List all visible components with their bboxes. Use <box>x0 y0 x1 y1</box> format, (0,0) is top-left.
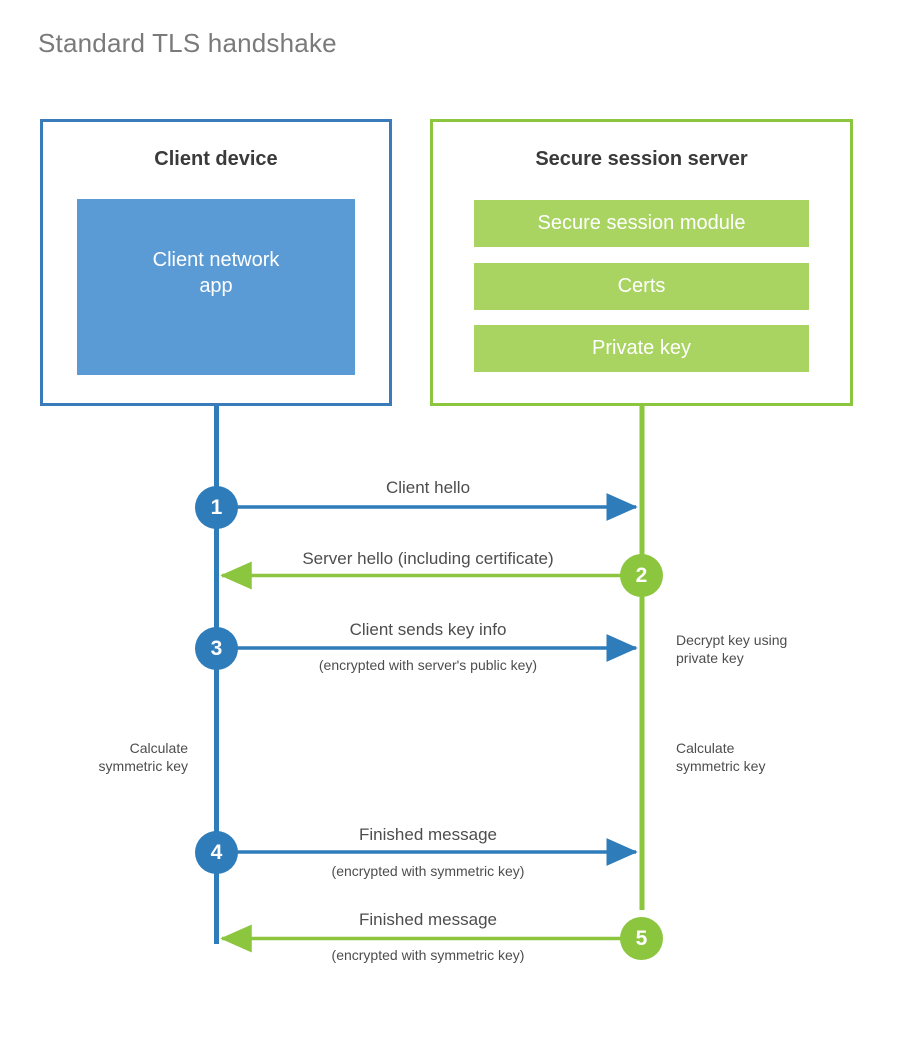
step-marker-2[interactable]: 2 <box>620 554 663 597</box>
secure-session-server-box: Secure session server Secure session mod… <box>430 119 853 406</box>
client-device-title: Client device <box>154 148 278 170</box>
message-label-step-4: Finished message <box>359 825 497 844</box>
message-label-step-3: Client sends key info <box>349 620 507 639</box>
step-marker-4[interactable]: 4 <box>195 831 238 874</box>
client-device-box: Client device Client network app <box>40 119 392 406</box>
server-component-private-key: Private key <box>474 325 809 372</box>
message-label-step-5: Finished message <box>359 910 497 929</box>
server-component-secure-session-module: Secure session module <box>474 200 809 247</box>
secure-session-server-title: Secure session server <box>535 148 748 170</box>
step-marker-3[interactable]: 3 <box>195 627 238 670</box>
page-title: Standard TLS handshake <box>38 28 337 58</box>
annotation-calculate-symmetric-key-client: Calculate symmetric key <box>98 740 188 774</box>
message-label-step-1: Client hello <box>385 478 471 497</box>
step-marker-5[interactable]: 5 <box>620 917 663 960</box>
message-sublabel-step-4: (encrypted with symmetric key) <box>331 863 525 879</box>
annotation-decrypt-key: Decrypt key using private key <box>676 632 788 666</box>
message-sublabel-step-5: (encrypted with symmetric key) <box>331 947 525 963</box>
step-marker-1[interactable]: 1 <box>195 486 238 529</box>
message-sublabel-step-3: (encrypted with server's public key) <box>318 657 538 673</box>
message-label-step-2: Server hello (including certificate) <box>302 549 554 568</box>
annotation-calculate-symmetric-key-server: Calculate symmetric key <box>676 740 766 774</box>
server-component-certs: Certs <box>474 263 809 310</box>
client-network-app-block: Client network app <box>77 199 355 375</box>
